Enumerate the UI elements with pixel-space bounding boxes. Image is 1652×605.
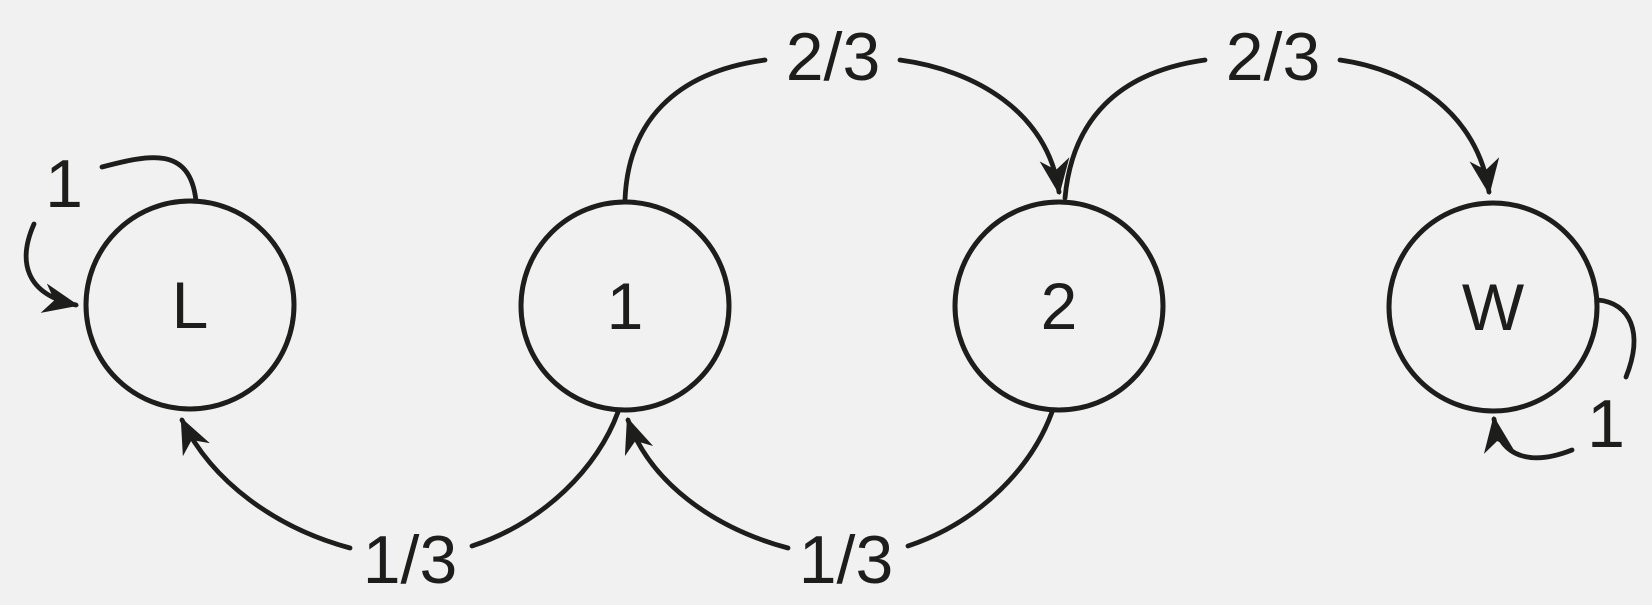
state-circle-1 <box>518 199 732 413</box>
state-circle-W <box>1386 200 1600 414</box>
edge-1-to-2-right-segment <box>897 57 1070 195</box>
state-node-L: L <box>83 198 297 412</box>
edge-label-1-to-L: 1/3 <box>363 522 458 598</box>
edge-1-to-2: 2/3 <box>622 19 1070 203</box>
self-loop-W-in-segment <box>1483 416 1575 461</box>
state-label-1: 1 <box>607 269 644 343</box>
self-loop-L: 1 <box>23 146 199 313</box>
state-label-W: W <box>1462 270 1525 344</box>
state-node-W: W <box>1386 200 1600 414</box>
edge-label-2-to-1: 1/3 <box>799 522 894 598</box>
edge-2-to-W-right-segment <box>1337 57 1500 195</box>
edge-2-to-1-left-segment <box>624 417 791 551</box>
self-loop-W: 1 <box>1483 297 1637 462</box>
edge-1-to-2-left-segment <box>622 57 768 203</box>
edge-2-to-W: 2/3 <box>1062 19 1500 201</box>
edge-label-1-to-2: 2/3 <box>786 19 881 95</box>
state-label-L: L <box>172 268 209 342</box>
state-node-2: 2 <box>952 199 1166 413</box>
edge-label-L-self: 1 <box>45 146 83 222</box>
state-label-2: 2 <box>1041 269 1078 343</box>
self-loop-L-in-segment <box>23 221 79 313</box>
state-circle-2 <box>952 199 1166 413</box>
edge-1-to-L-right-segment <box>469 409 621 549</box>
edge-1-to-L-left-segment <box>179 417 353 551</box>
self-loop-W-out-segment <box>1595 297 1637 380</box>
edge-label-2-to-W: 2/3 <box>1226 19 1321 95</box>
state-node-1: 1 <box>518 199 732 413</box>
self-loop-L-out-segment <box>99 155 199 204</box>
state-circle-L <box>83 198 297 412</box>
edge-label-W-self: 1 <box>1587 386 1625 462</box>
edge-1-to-L: 1/3 <box>179 409 621 598</box>
edge-2-to-1-right-segment <box>905 409 1055 549</box>
edge-2-to-1: 1/3 <box>624 409 1055 598</box>
edge-2-to-W-left-segment <box>1062 57 1208 201</box>
